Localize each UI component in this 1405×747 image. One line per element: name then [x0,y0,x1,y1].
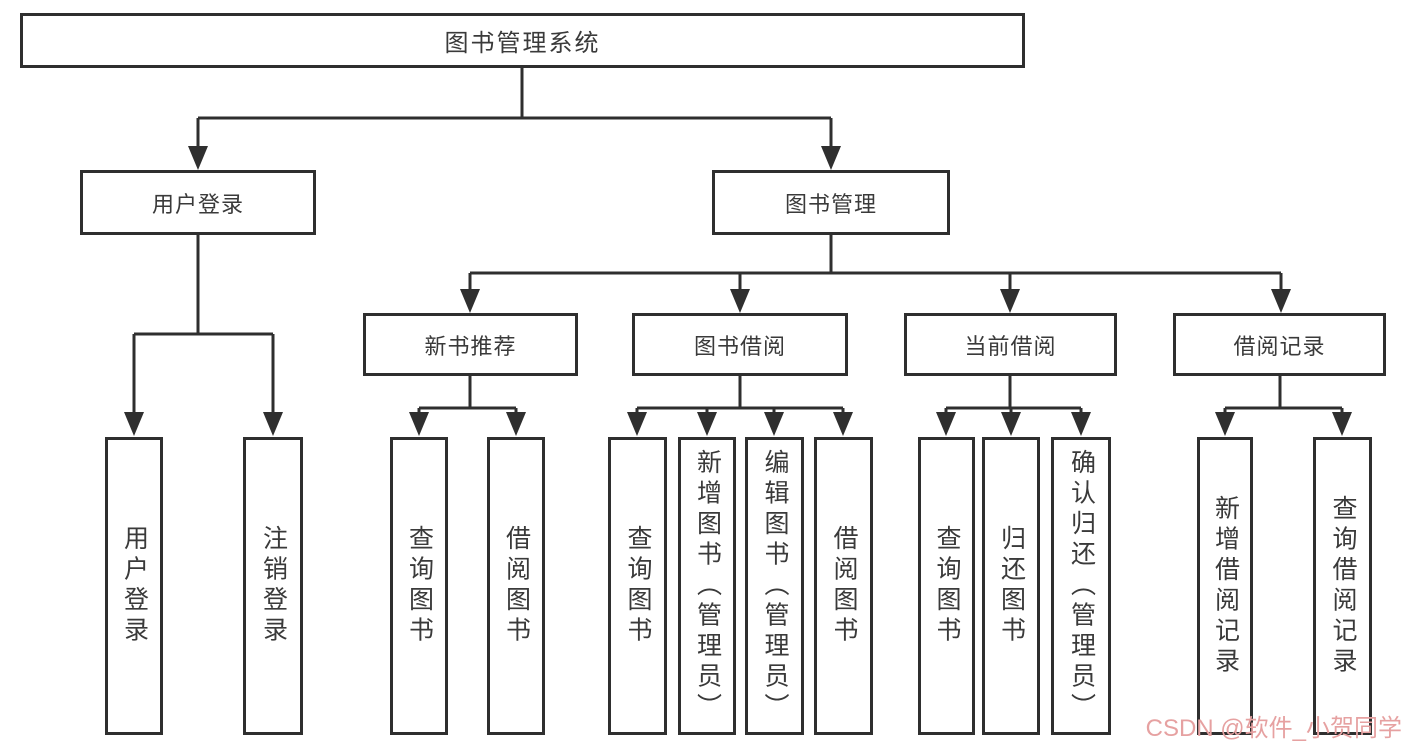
leaf-edit-book-admin: 编辑图书（管理员） [745,437,804,735]
leaf-label: 注销登录 [259,525,288,647]
leaf-query-books-current: 查询图书 [918,437,975,735]
leaf-borrow-books: 借阅图书 [814,437,873,735]
leaf-return-books: 归还图书 [982,437,1040,735]
leaf-borrow-books-recommend: 借阅图书 [487,437,545,735]
node-label: 图书管理系统 [444,30,601,57]
leaf-label: 查询图书 [624,525,652,647]
node-label: 借阅记录 [1233,333,1326,359]
leaf-query-books-recommend: 查询图书 [390,437,448,735]
leaf-label: 新增图书（管理员） [693,448,722,724]
leaf-logout: 注销登录 [243,437,303,735]
leaf-label: 确认归还（管理员） [1067,448,1096,724]
node-new-book-recommend: 新书推荐 [363,313,578,376]
leaf-label: 编辑图书（管理员） [761,448,789,724]
node-book-borrow: 图书借阅 [632,313,848,376]
arrow-down-icons [124,146,1352,436]
leaf-query-borrow-record: 查询借阅记录 [1313,437,1372,735]
leaf-user-login: 用户登录 [105,437,163,735]
csdn-watermark: CSDN @软件_小贺同学 [1145,715,1402,742]
leaf-label: 新增借阅记录 [1211,494,1240,678]
node-book-management: 图书管理 [712,170,950,235]
node-label: 用户登录 [151,191,244,217]
leaf-label: 查询借阅记录 [1329,494,1357,678]
node-book-management-system: 图书管理系统 [20,13,1025,68]
node-borrow-records: 借阅记录 [1173,313,1386,376]
leaf-label: 查询图书 [933,525,961,647]
node-user-login: 用户登录 [80,170,316,235]
leaf-add-borrow-record: 新增借阅记录 [1197,437,1253,735]
leaf-label: 借阅图书 [830,525,858,647]
leaf-label: 查询图书 [405,525,434,647]
leaf-add-book-admin: 新增图书（管理员） [678,437,736,735]
leaf-label: 用户登录 [120,525,149,647]
node-current-borrow: 当前借阅 [904,313,1117,376]
leaf-confirm-return-admin: 确认归还（管理员） [1051,437,1111,735]
node-label: 图书借阅 [693,333,786,359]
leaf-label: 归还图书 [997,525,1026,647]
node-label: 当前借阅 [964,333,1057,359]
leaf-label: 借阅图书 [502,525,531,647]
node-label: 新书推荐 [424,333,517,359]
leaf-query-books-borrow: 查询图书 [608,437,667,735]
node-label: 图书管理 [784,191,877,217]
